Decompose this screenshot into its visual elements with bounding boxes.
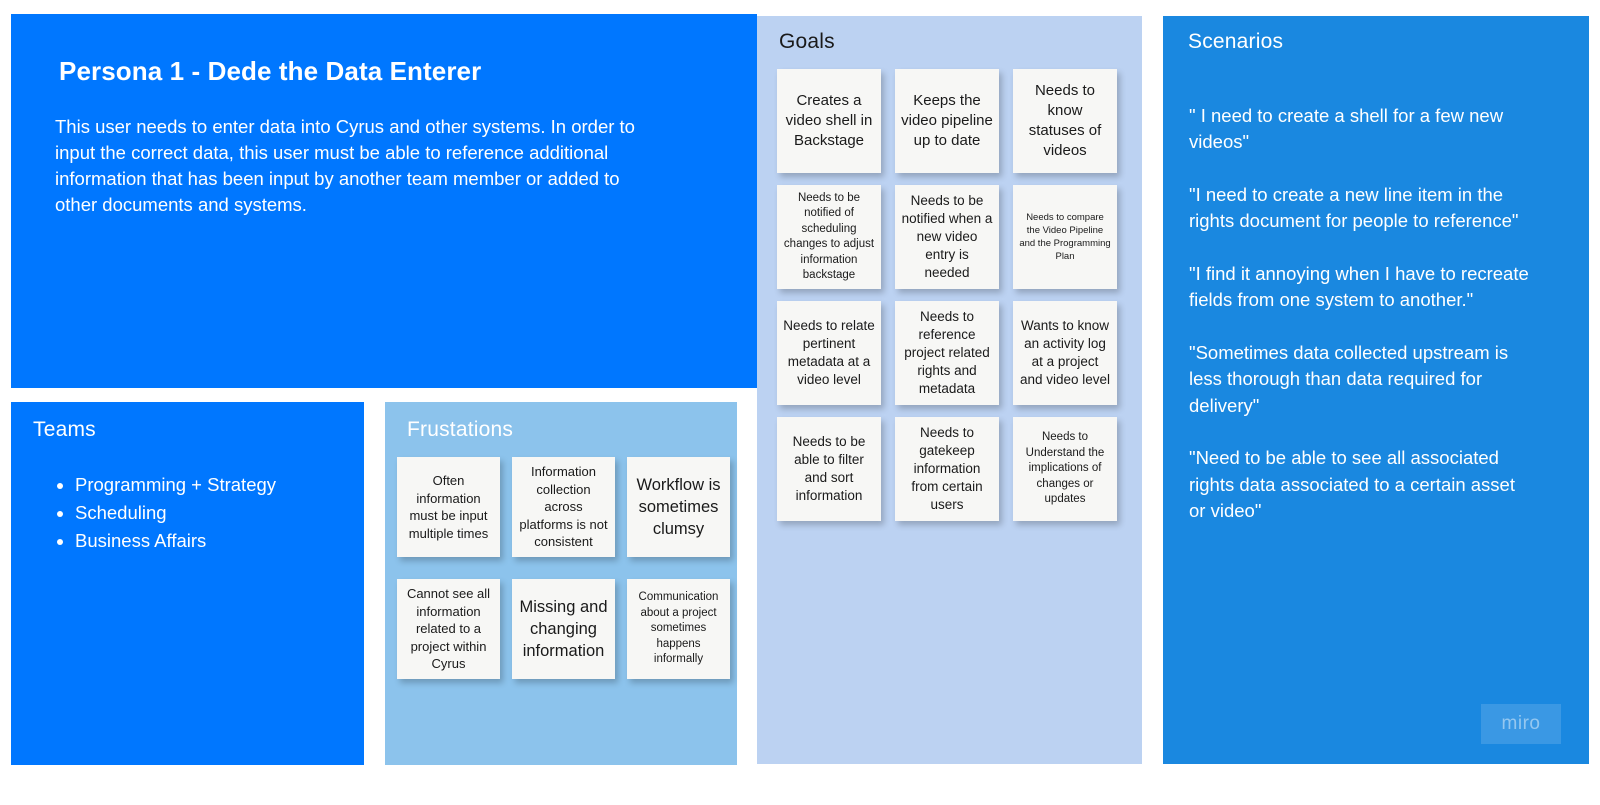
persona-title: Persona 1 - Dede the Data Enterer (59, 56, 482, 86)
scenarios-quote-list: " I need to create a shell for a few new… (1189, 84, 1529, 551)
goals-note-grid: Creates a video shell in Backstage Keeps… (769, 69, 1141, 533)
scenarios-panel: Scenarios " I need to create a shell for… (1163, 16, 1589, 764)
sticky-note[interactable]: Keeps the video pipeline up to date (895, 69, 999, 173)
scenario-quote: "I need to create a new line item in the… (1189, 183, 1519, 232)
sticky-note-text: Needs to reference project related right… (904, 309, 990, 396)
sticky-note[interactable]: Creates a video shell in Backstage (777, 69, 881, 173)
sticky-note-text: Often information must be input multiple… (408, 473, 489, 541)
scenario-quote: "I find it annoying when I have to recre… (1189, 262, 1529, 311)
teams-list: Programming + Strategy Scheduling Busine… (33, 472, 342, 554)
sticky-note-text: Needs to Understand the implications of … (1025, 431, 1105, 506)
sticky-note[interactable]: Workflow is sometimes clumsy (627, 457, 730, 557)
frustations-title: Frustations (407, 418, 514, 441)
sticky-note-text: Needs to be notified of scheduling chang… (783, 191, 875, 282)
sticky-note[interactable]: Needs to be able to filter and sort info… (777, 417, 881, 521)
sticky-note[interactable]: Needs to be notified of scheduling chang… (777, 185, 881, 289)
sticky-note[interactable]: Needs to gatekeep information from certa… (895, 417, 999, 521)
scenario-quote: "Sometimes data collected upstream is le… (1189, 341, 1509, 416)
sticky-note-text: Cannot see all information related to a … (406, 586, 491, 672)
sticky-note[interactable]: Needs to know statuses of videos (1013, 69, 1117, 173)
sticky-note-text: Needs to be notified when a new video en… (901, 193, 993, 280)
sticky-note-text: Wants to know an activity log at a proje… (1019, 318, 1111, 387)
sticky-note[interactable]: Needs to Understand the implications of … (1013, 417, 1117, 521)
sticky-note-text: Missing and changing information (519, 598, 608, 660)
sticky-note-text: Information collection across platforms … (519, 464, 608, 550)
sticky-note-text: Communication about a project sometimes … (638, 591, 719, 666)
miro-watermark: miro (1481, 704, 1561, 744)
persona-panel: Persona 1 - Dede the Data Enterer This u… (11, 14, 757, 388)
sticky-note-text: Needs to compare the Video Pipeline and … (1019, 212, 1111, 262)
sticky-note[interactable]: Cannot see all information related to a … (397, 579, 500, 679)
scenarios-title: Scenarios (1188, 30, 1284, 53)
frustations-panel: Frustations Often information must be in… (385, 402, 737, 765)
sticky-note[interactable]: Needs to reference project related right… (895, 301, 999, 405)
goals-row: Needs to be notified of scheduling chang… (769, 185, 1141, 289)
sticky-note-text: Needs to relate pertinent metadata at a … (783, 318, 875, 387)
scenario-quote: "Need to be able to see all associated r… (1189, 447, 1515, 521)
frustations-row: Often information must be input multiple… (395, 457, 737, 557)
goals-row: Needs to relate pertinent metadata at a … (769, 301, 1141, 405)
list-item: Scheduling (75, 500, 342, 526)
sticky-note-text: Workflow is sometimes clumsy (636, 476, 721, 538)
sticky-note[interactable]: Often information must be input multiple… (397, 457, 500, 557)
sticky-note[interactable]: Needs to compare the Video Pipeline and … (1013, 185, 1117, 289)
frustations-row: Cannot see all information related to a … (395, 579, 737, 679)
list-item: Business Affairs (75, 528, 342, 554)
sticky-note-text: Creates a video shell in Backstage (785, 92, 873, 149)
sticky-note[interactable]: Needs to relate pertinent metadata at a … (777, 301, 881, 405)
goals-panel: Goals Creates a video shell in Backstage… (757, 16, 1142, 764)
sticky-note-text: Needs to be able to filter and sort info… (792, 434, 866, 503)
list-item: Programming + Strategy (75, 472, 342, 498)
sticky-note[interactable]: Missing and changing information (512, 579, 615, 679)
sticky-note-text: Keeps the video pipeline up to date (901, 92, 993, 149)
sticky-note[interactable]: Information collection across platforms … (512, 457, 615, 557)
teams-title: Teams (33, 418, 96, 441)
sticky-note[interactable]: Needs to be notified when a new video en… (895, 185, 999, 289)
frustations-note-grid: Often information must be input multiple… (395, 457, 737, 701)
teams-panel: Teams Programming + Strategy Scheduling … (11, 402, 364, 765)
sticky-note-text: Needs to gatekeep information from certa… (911, 425, 983, 512)
goals-title: Goals (779, 30, 835, 53)
sticky-note[interactable]: Communication about a project sometimes … (627, 579, 730, 679)
goals-row: Creates a video shell in Backstage Keeps… (769, 69, 1141, 173)
sticky-note[interactable]: Wants to know an activity log at a proje… (1013, 301, 1117, 405)
goals-row: Needs to be able to filter and sort info… (769, 417, 1141, 521)
sticky-note-text: Needs to know statuses of videos (1028, 82, 1102, 159)
persona-description: This user needs to enter data into Cyrus… (55, 116, 635, 215)
scenario-quote: " I need to create a shell for a few new… (1189, 104, 1504, 153)
